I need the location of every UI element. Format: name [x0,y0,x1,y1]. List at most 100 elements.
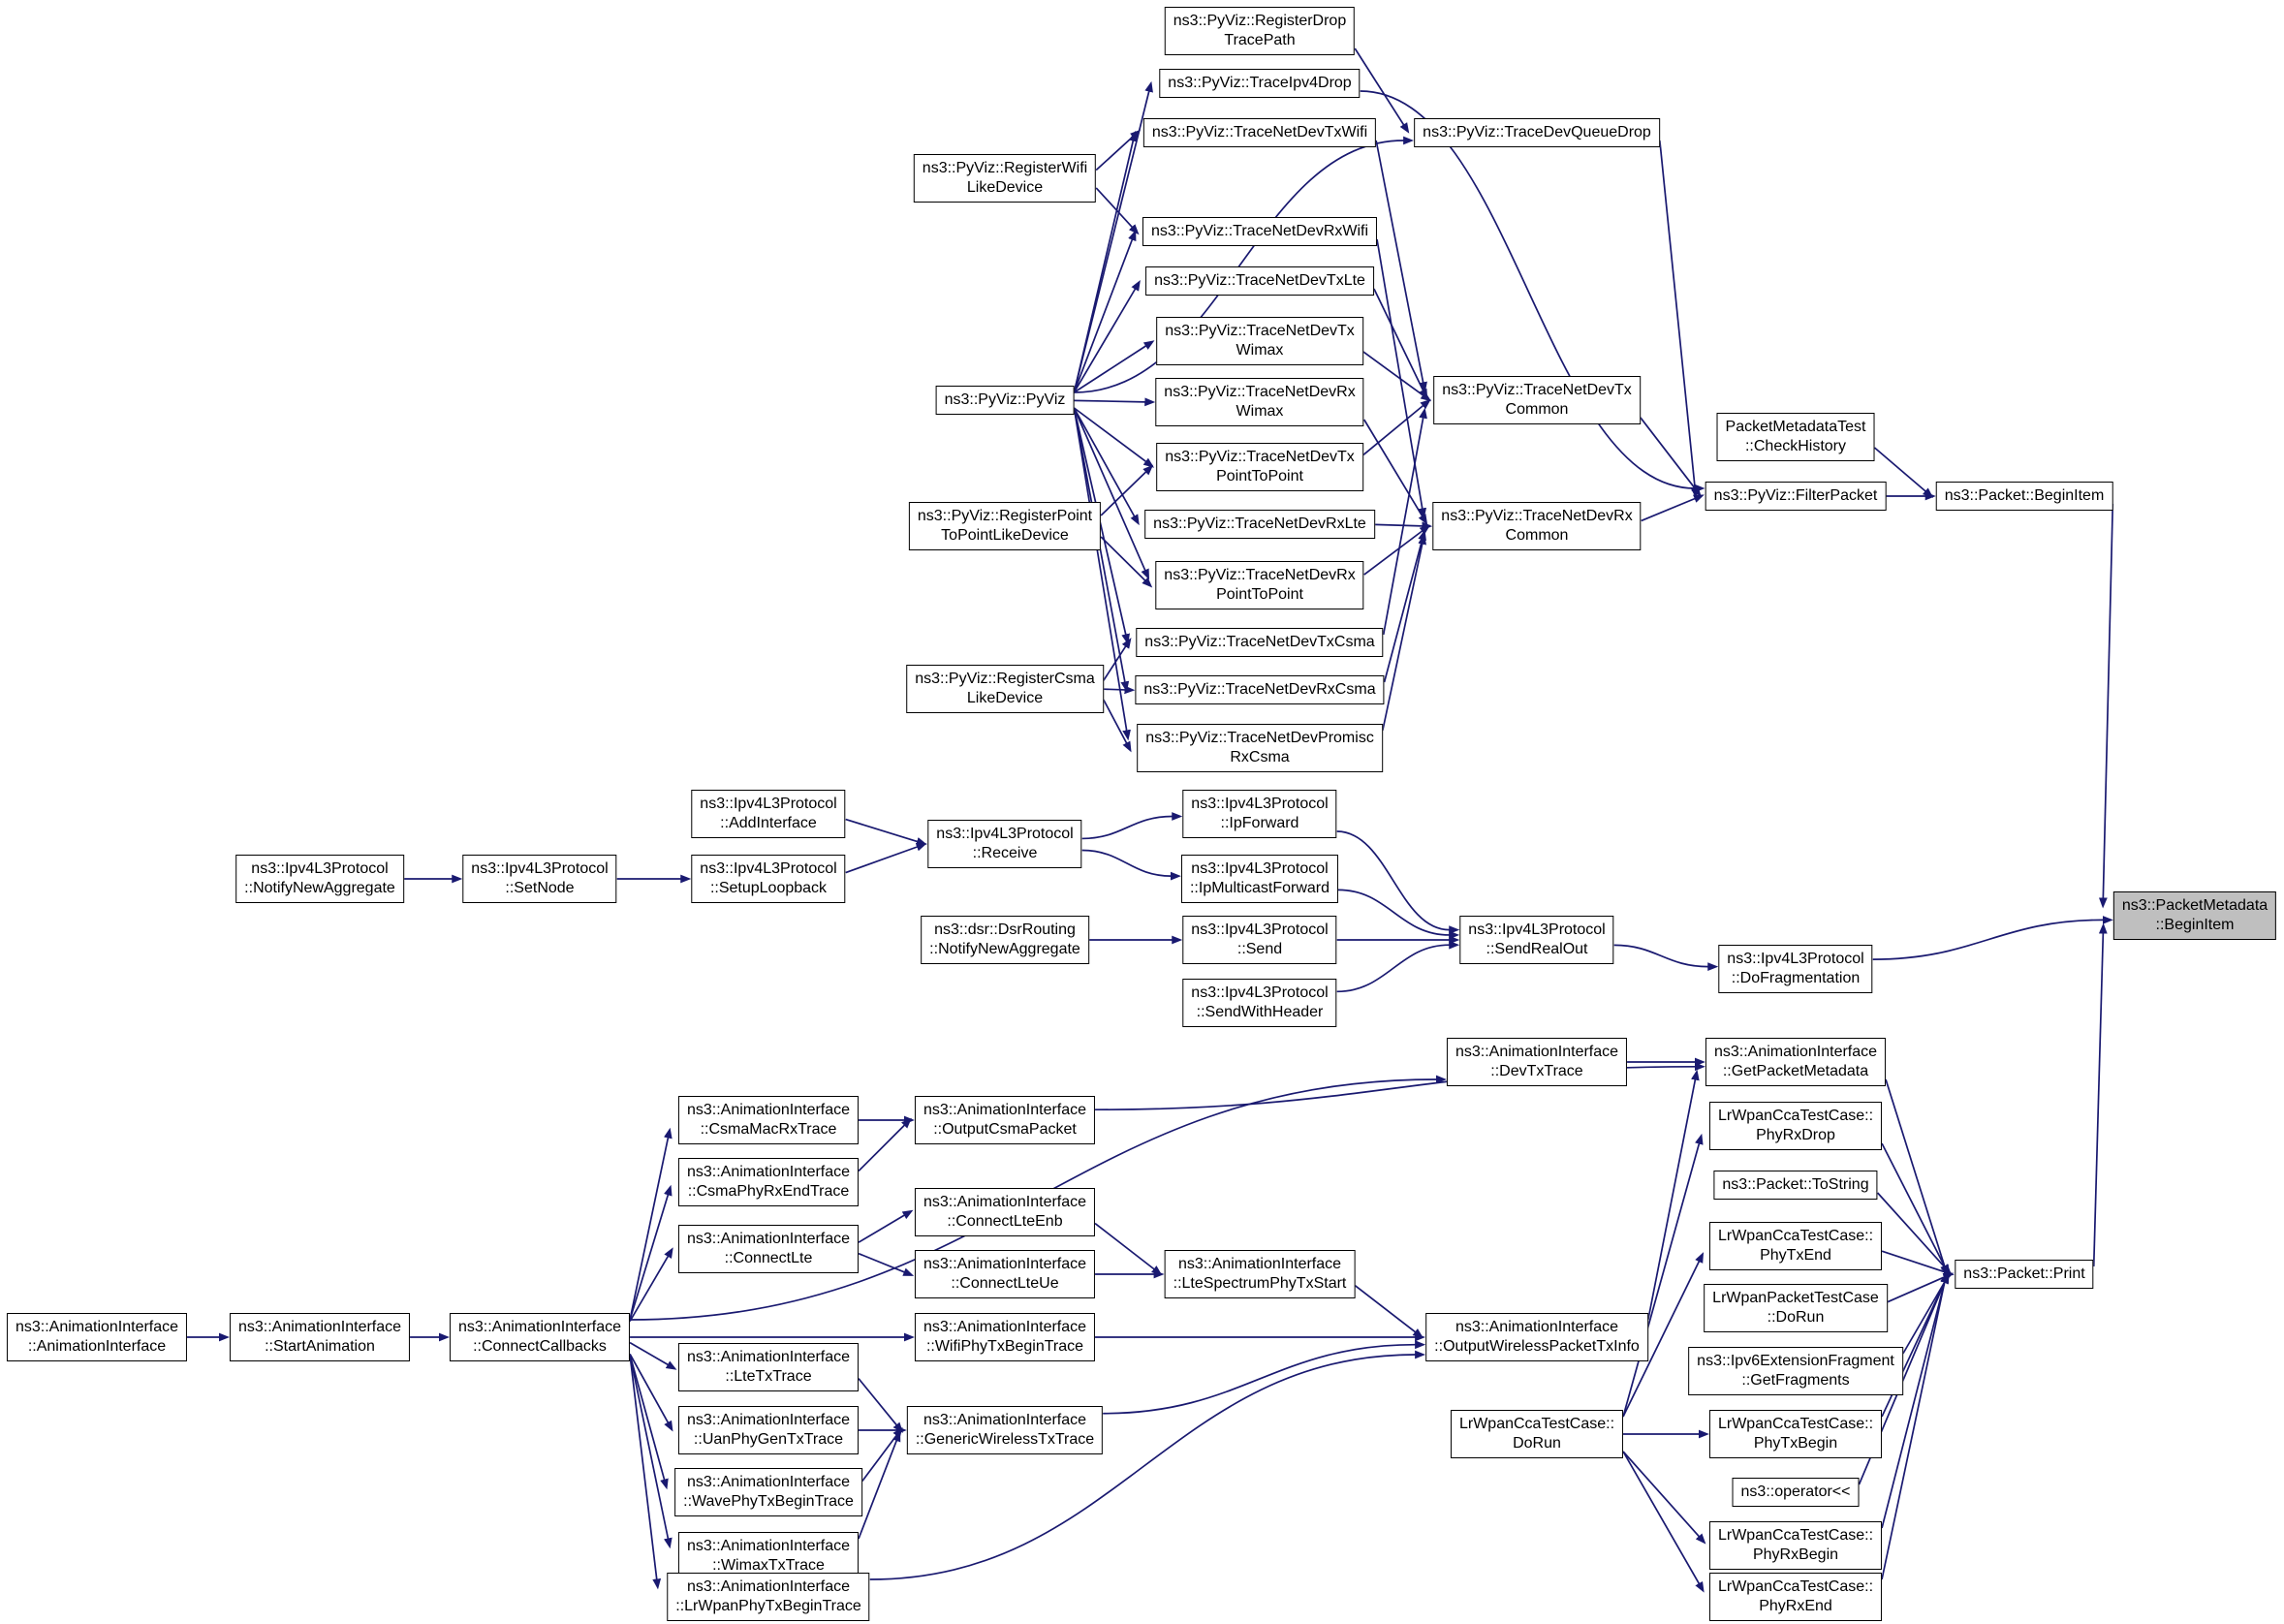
call-edge [1375,140,1427,393]
graph-node-label: ns3::Ipv4L3Protocol [1727,951,1864,967]
graph-node-connectLteEnb[interactable]: ns3::AnimationInterface::ConnectLteEnb [914,1188,1096,1236]
graph-node-animationInterfaceCtor[interactable]: ns3::AnimationInterface::AnimationInterf… [6,1313,188,1361]
graph-node-traceNetDevTxLte[interactable]: ns3::PyViz::TraceNetDevTxLte [1145,266,1374,296]
graph-node-dsrNotifyNewAggregate[interactable]: ns3::dsr::DsrRouting::NotifyNewAggregate [921,916,1089,964]
graph-node-phyTxBegin[interactable]: LrWpanCcaTestCase::PhyTxBegin [1708,1410,1883,1458]
graph-node-operatorStream[interactable]: ns3::operator<< [1732,1478,1860,1507]
graph-node-startAnimation[interactable]: ns3::AnimationInterface::StartAnimation [229,1313,411,1361]
graph-node-traceNetDevRxCsma[interactable]: ns3::PyViz::TraceNetDevRxCsma [1135,675,1385,704]
graph-node-label: ns3::AnimationInterface [686,1474,851,1490]
graph-node-outputCsmaPacket[interactable]: ns3::AnimationInterface::OutputCsmaPacke… [914,1096,1096,1144]
graph-node-label: LrWpanCcaTestCase:: [1717,1527,1874,1544]
graph-node-doFragmentation[interactable]: ns3::Ipv4L3Protocol::DoFragmentation [1718,945,1873,993]
graph-node-traceNetDevTxCsma[interactable]: ns3::PyViz::TraceNetDevTxCsma [1136,628,1384,657]
graph-node-ipForward[interactable]: ns3::Ipv4L3Protocol::IpForward [1182,790,1337,838]
graph-node-traceNetDevRxLte[interactable]: ns3::PyViz::TraceNetDevRxLte [1144,510,1375,539]
graph-node-lteSpectrumPhyTxStart[interactable]: ns3::AnimationInterface::LteSpectrumPhyT… [1164,1250,1356,1298]
graph-node-lrwpanPacketDoRun[interactable]: LrWpanPacketTestCase::DoRun [1704,1284,1888,1332]
graph-node-packetBeginItem[interactable]: ns3::Packet::BeginItem [1935,482,2113,511]
call-edge [858,1252,915,1276]
call-edge [845,818,927,846]
graph-node-label: ns3::Ipv6ExtensionFragment [1697,1353,1894,1369]
graph-node-label: Wimax [1236,403,1284,420]
graph-node-send[interactable]: ns3::Ipv4L3Protocol::Send [1182,916,1337,964]
call-edge [1362,398,1431,456]
call-edge [1100,464,1154,516]
graph-node-label: ns3::AnimationInterface [923,1319,1087,1335]
graph-node-label: ::AddInterface [720,815,817,831]
graph-node-label: ns3::dsr::DsrRouting [934,921,1076,938]
graph-node-csmaPhyRxEndTrace[interactable]: ns3::AnimationInterface::CsmaPhyRxEndTra… [677,1158,860,1206]
graph-node-phyRxBegin[interactable]: LrWpanCcaTestCase::PhyRxBegin [1708,1521,1883,1570]
graph-node-label: ns3::Ipv4L3Protocol [700,860,837,877]
graph-node-traceIpv4Drop[interactable]: ns3::PyViz::TraceIpv4Drop [1159,69,1361,98]
graph-node-genericWirelessTxTrace[interactable]: ns3::AnimationInterface::GenericWireless… [906,1406,1104,1454]
graph-node-filterPacket[interactable]: ns3::PyViz::FilterPacket [1705,482,1887,511]
graph-node-packetPrint[interactable]: ns3::Packet::Print [1955,1260,2094,1289]
graph-node-wimaxTxTrace[interactable]: ns3::AnimationInterface::WimaxTxTrace [677,1532,860,1580]
graph-node-label: ns3::Packet::Print [1963,1265,2085,1282]
graph-node-packetToString[interactable]: ns3::Packet::ToString [1713,1171,1878,1200]
graph-node-label: TracePath [1224,32,1296,48]
graph-node-label: ns3::AnimationInterface [686,1231,851,1247]
call-edge [629,1247,673,1323]
graph-node-label: ::GetFragments [1741,1372,1850,1389]
call-edge [1354,1285,1424,1339]
graph-node-connectCallbacks[interactable]: ns3::AnimationInterface::ConnectCallback… [449,1313,631,1361]
graph-node-lteTxTrace[interactable]: ns3::AnimationInterface::LteTxTrace [677,1343,860,1391]
graph-node-lrwpanPhyTxBeginTrace[interactable]: ns3::AnimationInterface::LrWpanPhyTxBegi… [667,1573,870,1621]
graph-node-uanPhyGenTxTrace[interactable]: ns3::AnimationInterface::UanPhyGenTxTrac… [677,1406,860,1454]
graph-node-sendWithHeader[interactable]: ns3::Ipv4L3Protocol::SendWithHeader [1182,979,1337,1027]
call-edge [1641,494,1705,522]
graph-node-traceDevQueueDrop[interactable]: ns3::PyViz::TraceDevQueueDrop [1414,118,1660,147]
graph-node-ipMulticastForward[interactable]: ns3::Ipv4L3Protocol::IpMulticastForward [1180,855,1339,903]
graph-node-sendRealOut[interactable]: ns3::Ipv4L3Protocol::SendRealOut [1459,916,1614,964]
graph-node-phyTxEnd[interactable]: LrWpanCcaTestCase::PhyTxEnd [1708,1222,1883,1270]
call-edge [629,1354,673,1549]
graph-node-connectLteUe[interactable]: ns3::AnimationInterface::ConnectLteUe [914,1250,1096,1298]
graph-node-label: LrWpanCcaTestCase:: [1717,1108,1874,1124]
graph-node-wifiPhyTxBeginTrace[interactable]: ns3::AnimationInterface::WifiPhyTxBeginT… [914,1313,1096,1361]
graph-node-label: ::IpMulticastForward [1189,880,1330,896]
graph-node-label: ns3::PyViz::TraceNetDevPromisc [1145,730,1374,746]
graph-node-label: ns3::PyViz::RegisterCsma [915,671,1095,687]
graph-node-setNode[interactable]: ns3::Ipv4L3Protocol::SetNode [462,855,617,903]
graph-node-receive[interactable]: ns3::Ipv4L3Protocol::Receive [927,820,1082,868]
graph-node-label: LrWpanPacketTestCase [1712,1290,1879,1306]
graph-node-phyRxEnd[interactable]: LrWpanCcaTestCase::PhyRxEnd [1708,1573,1883,1621]
call-edge [869,1350,1426,1580]
call-edge [1360,90,1705,493]
graph-node-devTxTrace[interactable]: ns3::AnimationInterface::DevTxTrace [1446,1038,1628,1086]
graph-node-csmaMacRxTrace[interactable]: ns3::AnimationInterface::CsmaMacRxTrace [677,1096,860,1144]
call-edge [1640,417,1702,497]
graph-node-getFragments[interactable]: ns3::Ipv6ExtensionFragment::GetFragments [1688,1347,1903,1395]
graph-node-setupLoopback[interactable]: ns3::Ipv4L3Protocol::SetupLoopback [691,855,846,903]
graph-node-addInterface[interactable]: ns3::Ipv4L3Protocol::AddInterface [691,790,846,838]
graph-node-ipv4NotifyNewAggregate[interactable]: ns3::Ipv4L3Protocol::NotifyNewAggregate [235,855,404,903]
graph-node-outputWirelessPacketTxInfo[interactable]: ns3::AnimationInterface::OutputWirelessP… [1425,1313,1648,1361]
graph-node-getPacketMetadata[interactable]: ns3::AnimationInterface::GetPacketMetada… [1705,1038,1887,1086]
graph-node-traceNetDevTxWifi[interactable]: ns3::PyViz::TraceNetDevTxWifi [1142,118,1377,147]
graph-node-pyviz[interactable]: ns3::PyViz::PyViz [935,386,1075,415]
graph-node-connectLte[interactable]: ns3::AnimationInterface::ConnectLte [677,1225,860,1273]
graph-node-label: ns3::AnimationInterface [686,1164,851,1180]
graph-node-traceNetDevRxWifi[interactable]: ns3::PyViz::TraceNetDevRxWifi [1142,217,1378,246]
call-edge [1081,812,1183,840]
graph-node-checkHistory[interactable]: PacketMetadataTest::CheckHistory [1716,413,1875,461]
graph-node-label: ::GenericWirelessTxTrace [915,1431,1095,1448]
graph-node-phyRxDrop[interactable]: LrWpanCcaTestCase::PhyRxDrop [1708,1102,1883,1150]
call-edge [629,1353,673,1432]
graph-node-lrwpanCcaDoRun[interactable]: LrWpanCcaTestCase::DoRun [1450,1410,1624,1458]
graph-node-wavePhyTxBeginTrace[interactable]: ns3::AnimationInterface::WavePhyTxBeginT… [674,1468,862,1516]
